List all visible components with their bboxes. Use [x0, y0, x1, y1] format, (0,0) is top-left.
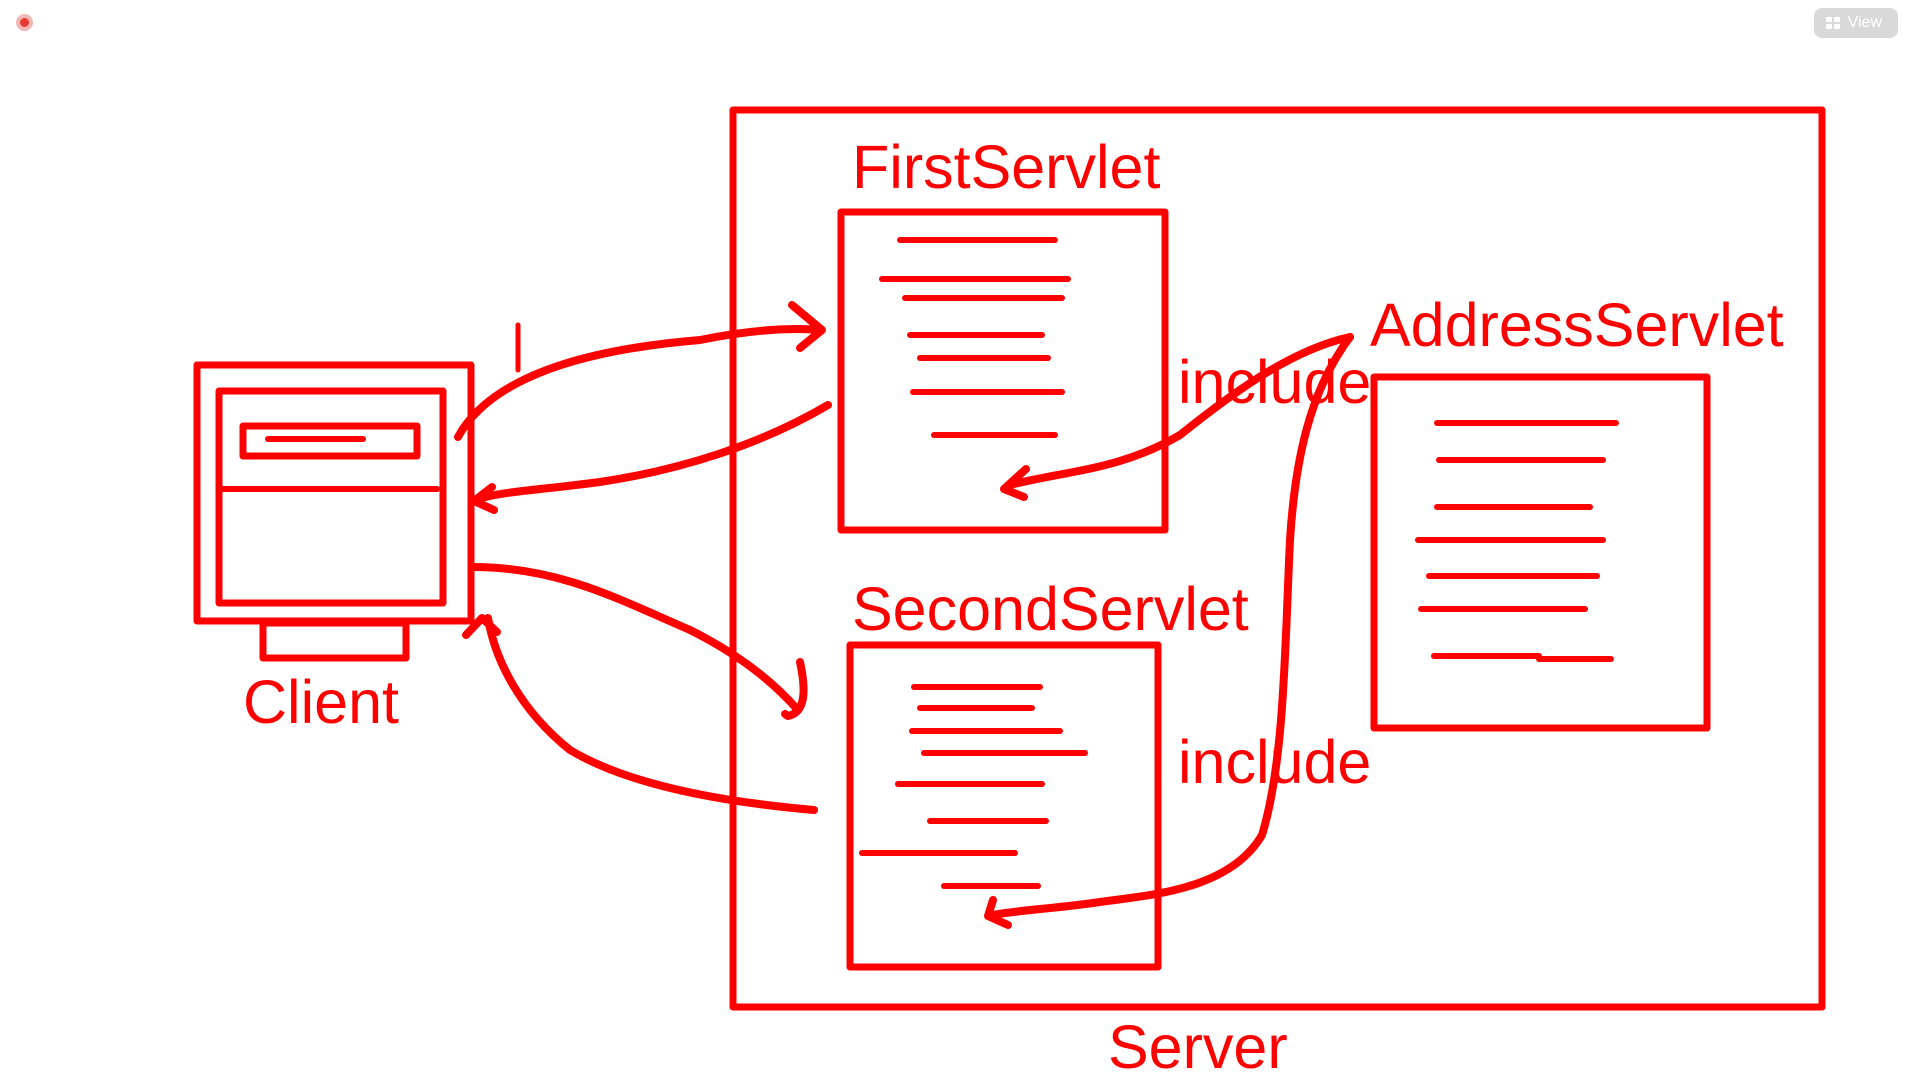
- response-arrowhead-client-2: [462, 614, 501, 639]
- request-arrowhead-first: [788, 301, 826, 352]
- client-computer-icon: [193, 361, 475, 662]
- include-arrowhead-first: [1000, 465, 1030, 501]
- include-arrowhead-second: [984, 896, 1012, 929]
- address-servlet-document: [1370, 373, 1711, 732]
- request-arrowhead-second: [781, 658, 808, 720]
- response-arrowhead-client-1: [470, 483, 498, 514]
- second-servlet-label: SecondServlet: [852, 575, 1249, 643]
- request-arrow-to-first-servlet: [454, 325, 822, 441]
- client-label: Client: [243, 668, 399, 736]
- first-servlet-document: [837, 208, 1169, 534]
- include-arrow-to-first-servlet: [1006, 333, 1354, 489]
- view-button-label: View: [1847, 14, 1882, 31]
- include-arrow-to-second-servlet: [989, 333, 1354, 919]
- request-arrow-to-second-servlet: [469, 563, 802, 714]
- first-servlet-label: FirstServlet: [852, 133, 1160, 201]
- view-button[interactable]: View: [1813, 8, 1898, 38]
- record-icon[interactable]: [16, 14, 33, 31]
- include-label-first: include: [1178, 348, 1371, 416]
- address-servlet-label: AddressServlet: [1370, 291, 1784, 359]
- include-label-second: include: [1178, 728, 1371, 796]
- response-arrow-from-first-servlet: [472, 401, 832, 504]
- response-arrow-from-second-servlet: [484, 614, 818, 814]
- grid-icon: [1825, 17, 1840, 29]
- second-servlet-document: [846, 641, 1162, 971]
- server-label: Server: [1108, 1013, 1288, 1080]
- server-box: [729, 106, 1826, 1011]
